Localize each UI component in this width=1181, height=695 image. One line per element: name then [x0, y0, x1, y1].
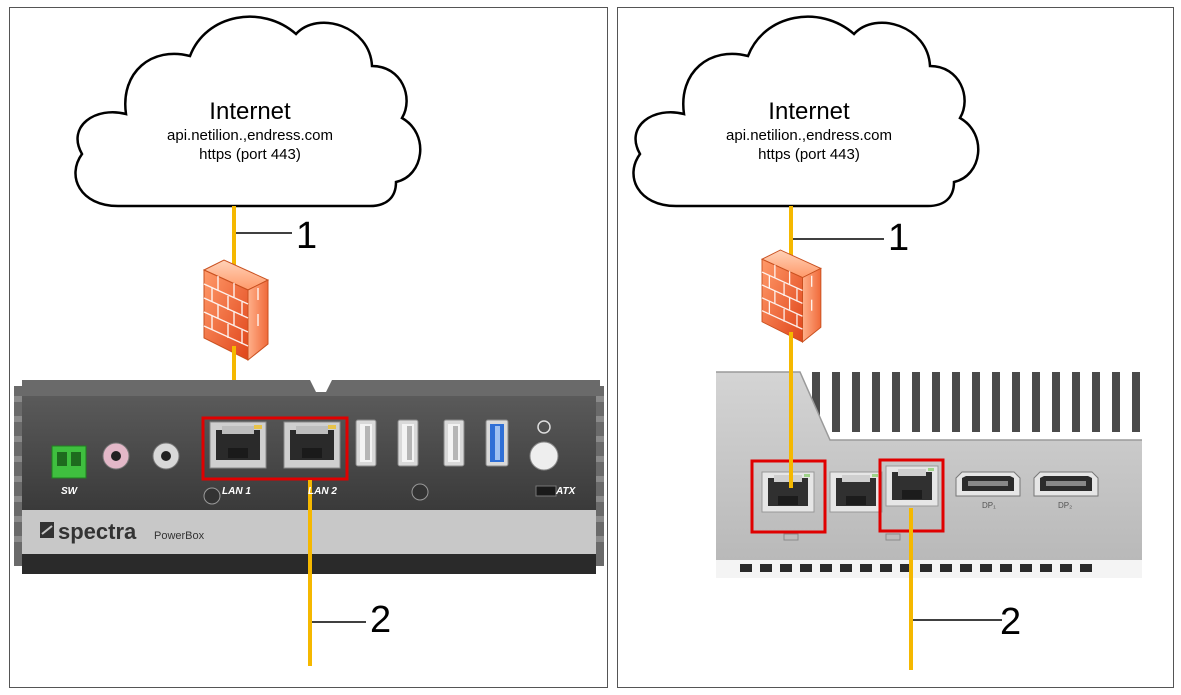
port-label-lan1: LAN 1	[222, 486, 251, 497]
port-label-atx: ATX	[555, 486, 577, 497]
port-label-dp1: DP₁	[982, 501, 996, 510]
cloud-protocol-right: https (port 443)	[758, 146, 860, 163]
callout-2-left: 2	[370, 599, 392, 641]
callout-1-right: 1	[888, 217, 910, 259]
port-label-sw: SW	[61, 486, 79, 497]
callout-1-left: 1	[296, 215, 318, 257]
port-label-dp2: DP₂	[1058, 501, 1072, 510]
brand-name: spectra	[58, 519, 137, 544]
firewall-icon-right	[760, 249, 822, 343]
spectra-logo: spectra PowerBox	[40, 519, 205, 544]
cloud-title-left: Internet	[209, 98, 291, 125]
model-name: PowerBox	[154, 530, 205, 542]
cloud-text-left: Internet api.netilion.,endress.com https…	[110, 98, 390, 164]
lan-port-1-highlight-right	[750, 459, 827, 534]
cloud-shape-left	[74, 15, 422, 208]
port-label-lan2: LAN 2	[308, 486, 337, 497]
firewall-icon	[202, 259, 270, 362]
callout-2-right: 2	[1000, 601, 1022, 643]
silver-edge-device	[716, 371, 1142, 578]
cloud-shape-right	[632, 15, 980, 208]
cloud-protocol-left: https (port 443)	[199, 146, 301, 163]
lan-ports-highlight-left	[201, 416, 349, 481]
cloud-host-right: api.netilion.,endress.com	[726, 127, 892, 144]
cloud-host-left: api.netilion.,endress.com	[167, 127, 333, 144]
cloud-text-right: Internet api.netilion.,endress.com https…	[669, 98, 949, 164]
cloud-title-right: Internet	[768, 98, 850, 125]
